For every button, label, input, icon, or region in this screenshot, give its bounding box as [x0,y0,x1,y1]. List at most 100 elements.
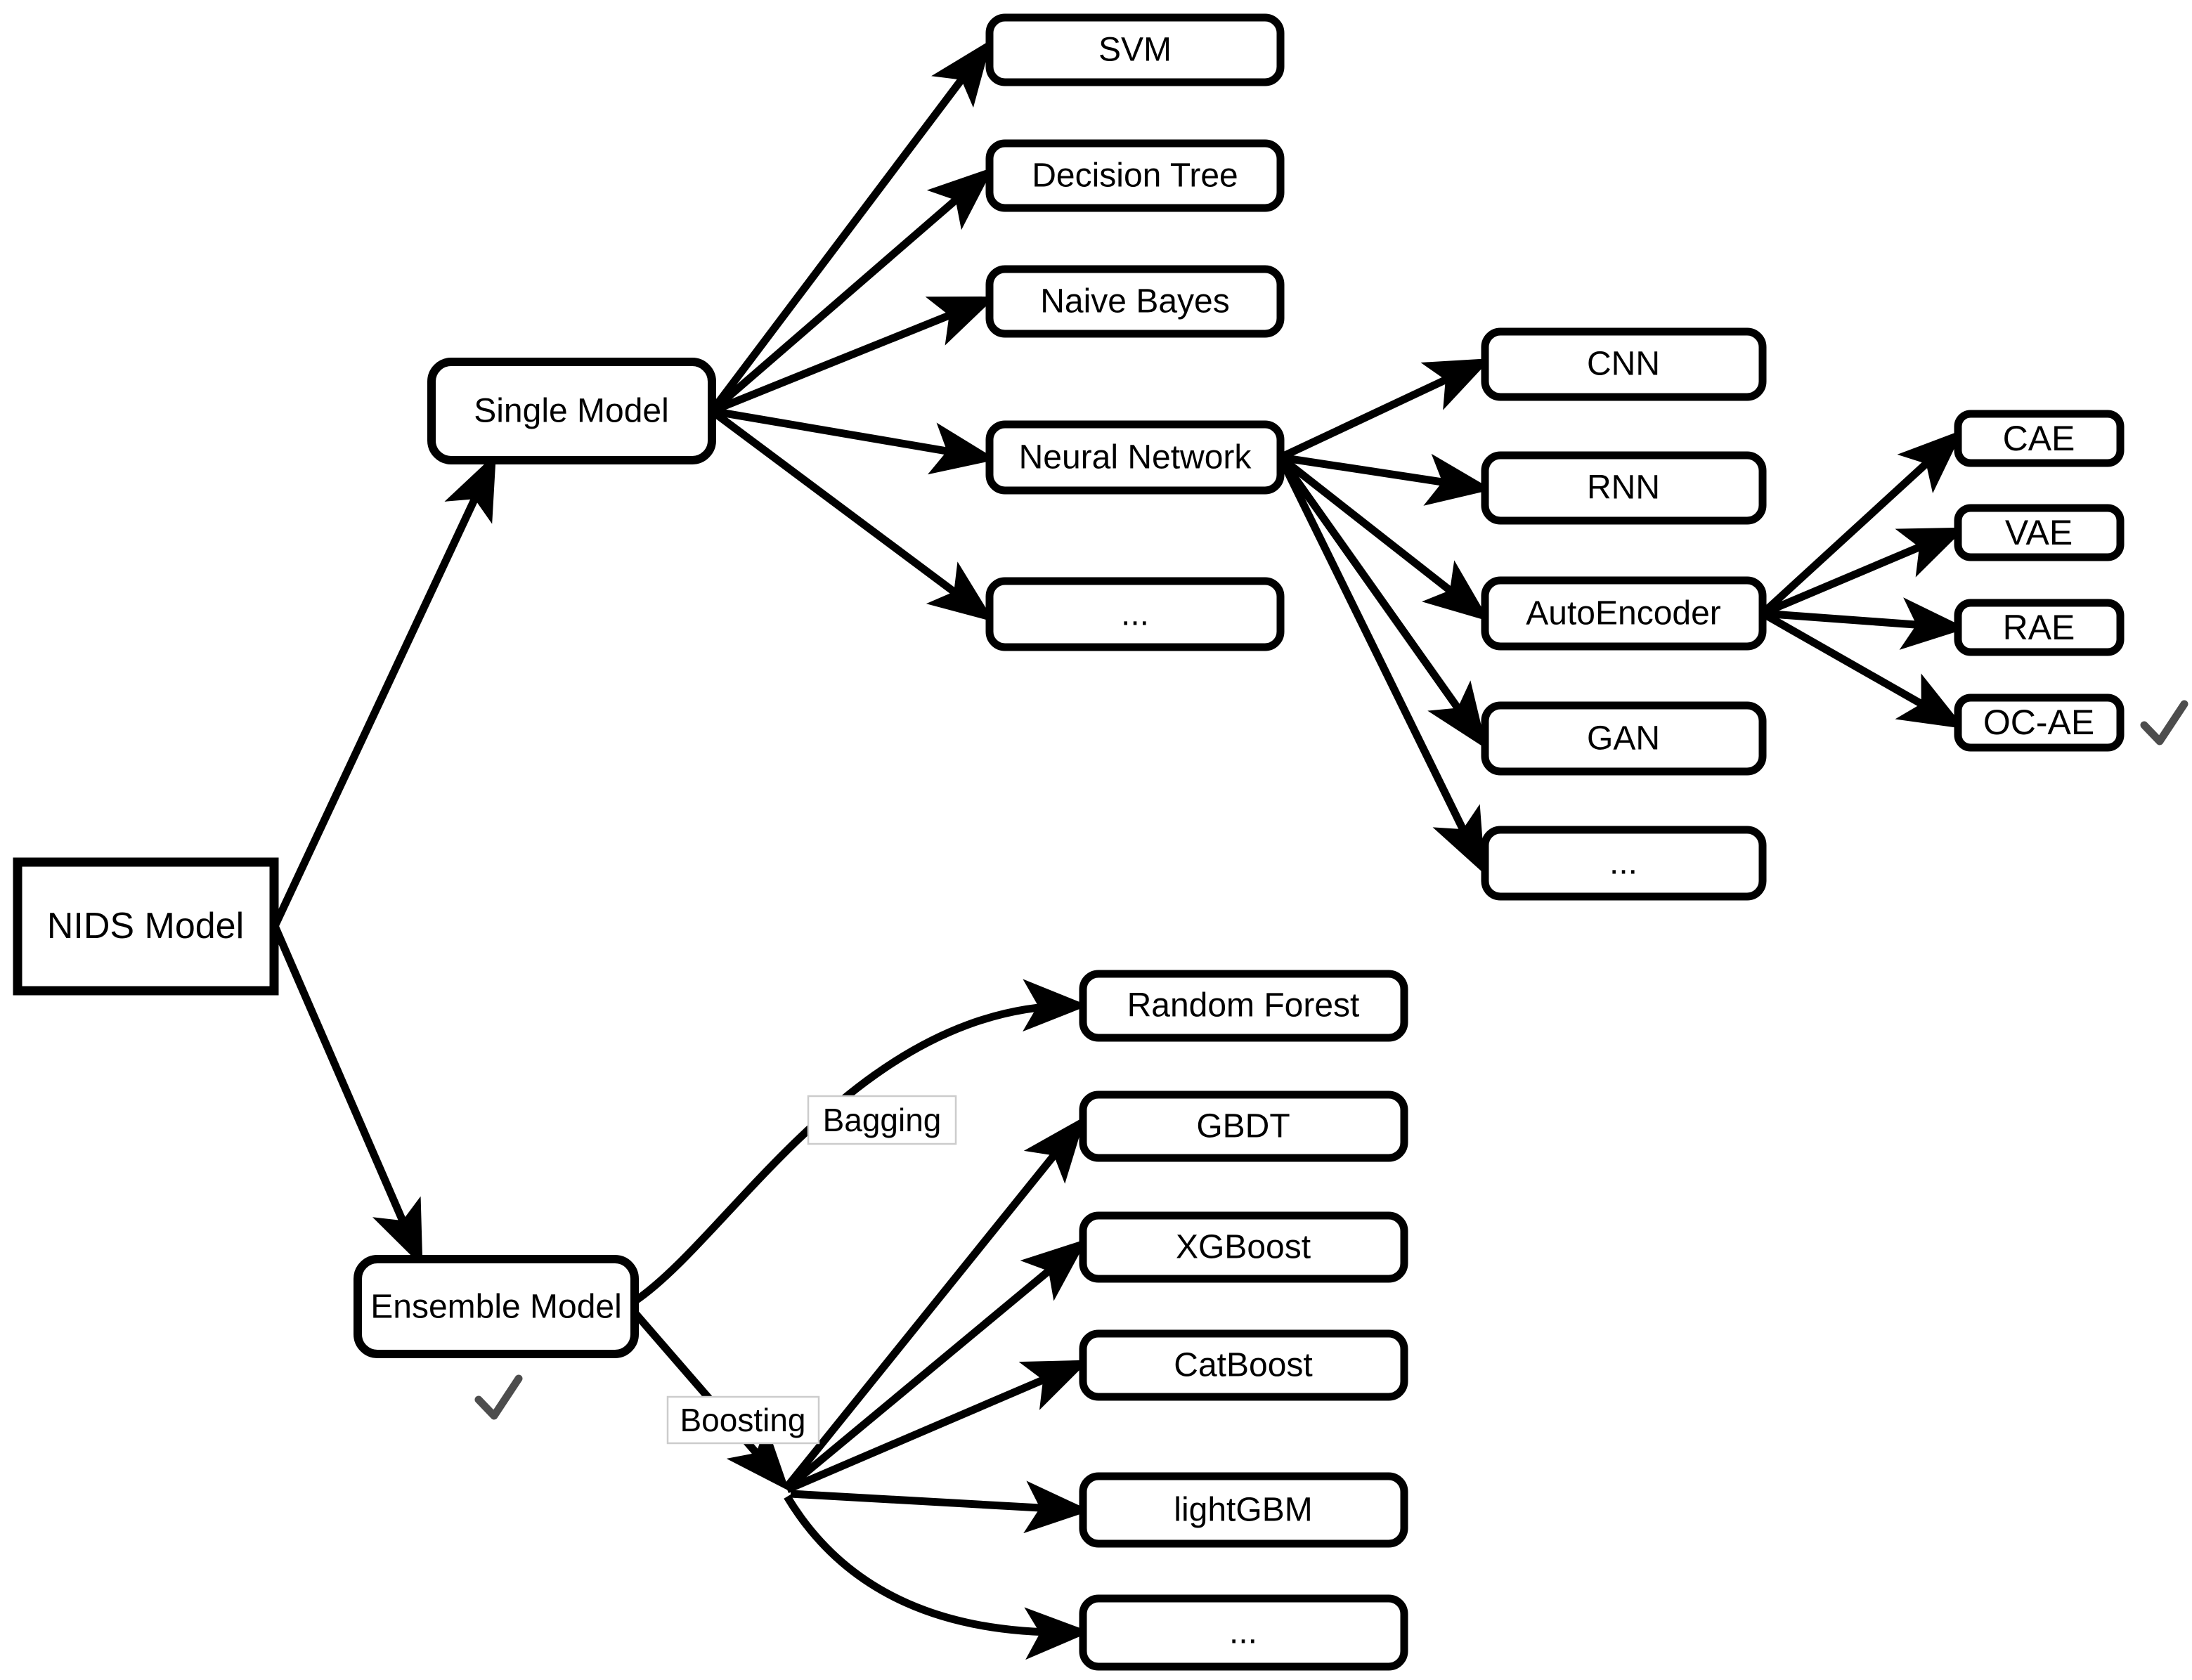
ensemble-model-check-icon [474,1374,523,1420]
xgboost-box [1079,1211,1408,1283]
node-gan: GAN [1481,701,1767,776]
edge-boosting-to-catboost [785,1360,1090,1494]
svm-box [985,13,1285,86]
lightgbm-label: lightGBM [1174,1492,1312,1529]
gbdt-box [1079,1090,1408,1162]
edge-nn-to-autoencoder [1278,454,1490,622]
rnn-label: RNN [1587,469,1660,507]
gan-label: GAN [1587,720,1660,757]
random-forest-box [1079,970,1408,1042]
oc-ae-box [1954,694,2125,752]
selection-marks [474,700,2188,1420]
catboost-label: CatBoost [1174,1347,1312,1384]
bagging-label-box [807,1095,957,1145]
node-xgboost: XGBoost [1079,1211,1408,1283]
ensemble-model-label: Ensemble Model [370,1289,622,1326]
svm-label: SVM [1098,32,1172,69]
nodes: NIDS Model Single Model Ensemble Model S… [13,13,2125,1671]
vae-box [1954,504,2125,561]
edge-nids-to-single-model [272,453,496,927]
edge-single-to-decision-tree [709,167,994,415]
edge-single-to-neural-network [711,407,997,475]
neural-network-label: Neural Network [1019,439,1252,476]
ensemble-model-box [354,1255,639,1358]
node-random-forest: Random Forest [1079,970,1408,1042]
cae-label: CAE [2003,419,2075,458]
node-oc-ae: OC-AE [1954,694,2125,752]
edge-nids-to-ensemble-model [271,925,423,1268]
edge-nn-to-cnn [1278,358,1491,461]
rnn-box [1481,451,1767,525]
edge-boosting-to-gbdt [784,1116,1086,1490]
node-svm: SVM [985,13,1285,86]
node-ensemble-model: Ensemble Model [354,1255,639,1358]
xgboost-label: XGBoost [1176,1229,1311,1266]
random-forest-label: Random Forest [1127,987,1360,1024]
nids-model-box [13,857,279,996]
decision-tree-label: Decision Tree [1032,157,1238,195]
node-nn-others: ... [1481,826,1767,901]
edge-autoencoder-to-vae [1760,527,1966,618]
edge-boosting-to-xgboost [784,1239,1088,1492]
autoencoder-box [1481,576,1767,651]
node-decision-tree: Decision Tree [985,139,1285,212]
edge-nn-to-others [1277,455,1486,875]
rae-box [1954,599,2125,656]
ensemble-others-label: ... [1229,1614,1257,1651]
gbdt-label: GBDT [1196,1108,1290,1145]
autoencoder-label: AutoEncoder [1526,595,1721,632]
edge-single-to-svm [708,39,992,414]
oc-ae-label: OC-AE [1983,703,2094,742]
catboost-box [1079,1329,1408,1401]
edge-autoencoder-to-rae [1762,597,1967,650]
node-single-others: ... [985,577,1285,651]
node-cae: CAE [1954,410,2125,467]
node-single-model: Single Model [427,358,716,464]
node-rnn: RNN [1481,451,1767,525]
single-model-box [427,358,716,464]
boosting-label: Boosting [680,1402,805,1438]
single-others-box [985,577,1285,651]
node-rae: RAE [1954,599,2125,656]
gan-box [1481,701,1767,776]
node-cnn: CNN [1481,327,1767,401]
node-lightgbm: lightGBM [1079,1472,1408,1548]
naive-bayes-label: Naive Bayes [1040,283,1229,320]
bagging-edge-label: Bagging [807,1095,957,1145]
bagging-label: Bagging [823,1102,942,1138]
single-model-label: Single Model [474,393,669,430]
lightgbm-box [1079,1472,1408,1548]
edge-autoencoder-to-cae [1760,429,1964,617]
edge-single-to-others [709,408,994,623]
node-gbdt: GBDT [1079,1090,1408,1162]
nids-model-label: NIDS Model [47,906,244,946]
single-others-label: ... [1121,596,1149,633]
edge-autoencoder-to-oc-ae [1760,610,1966,729]
node-ensemble-others: ... [1079,1594,1408,1671]
node-neural-network: Neural Network [985,420,1285,495]
node-nids-model: NIDS Model [13,857,279,996]
vae-label: VAE [2005,513,2073,552]
edge-boosting-to-others [784,1495,1091,1660]
oc-ae-check-icon [2140,700,2188,745]
edge-nn-to-gan [1277,455,1487,750]
edge-nn-to-rnn [1280,453,1493,506]
node-vae: VAE [1954,504,2125,561]
nn-others-box [1481,826,1767,901]
cnn-label: CNN [1587,346,1660,383]
node-catboost: CatBoost [1079,1329,1408,1401]
neural-network-box [985,420,1285,495]
boosting-edge-label: Boosting [666,1395,820,1445]
node-autoencoder: AutoEncoder [1481,576,1767,651]
cnn-box [1481,327,1767,401]
edge-bagging-to-random-forest [632,979,1089,1305]
edge-single-to-naive-bayes [710,297,997,415]
rae-label: RAE [2003,608,2075,647]
boosting-label-box [666,1395,820,1445]
edge-labels: Bagging Boosting [666,1095,957,1445]
cae-box [1954,410,2125,467]
ensemble-others-box [1079,1594,1408,1671]
node-naive-bayes: Naive Bayes [985,265,1285,338]
naive-bayes-box [985,265,1285,338]
